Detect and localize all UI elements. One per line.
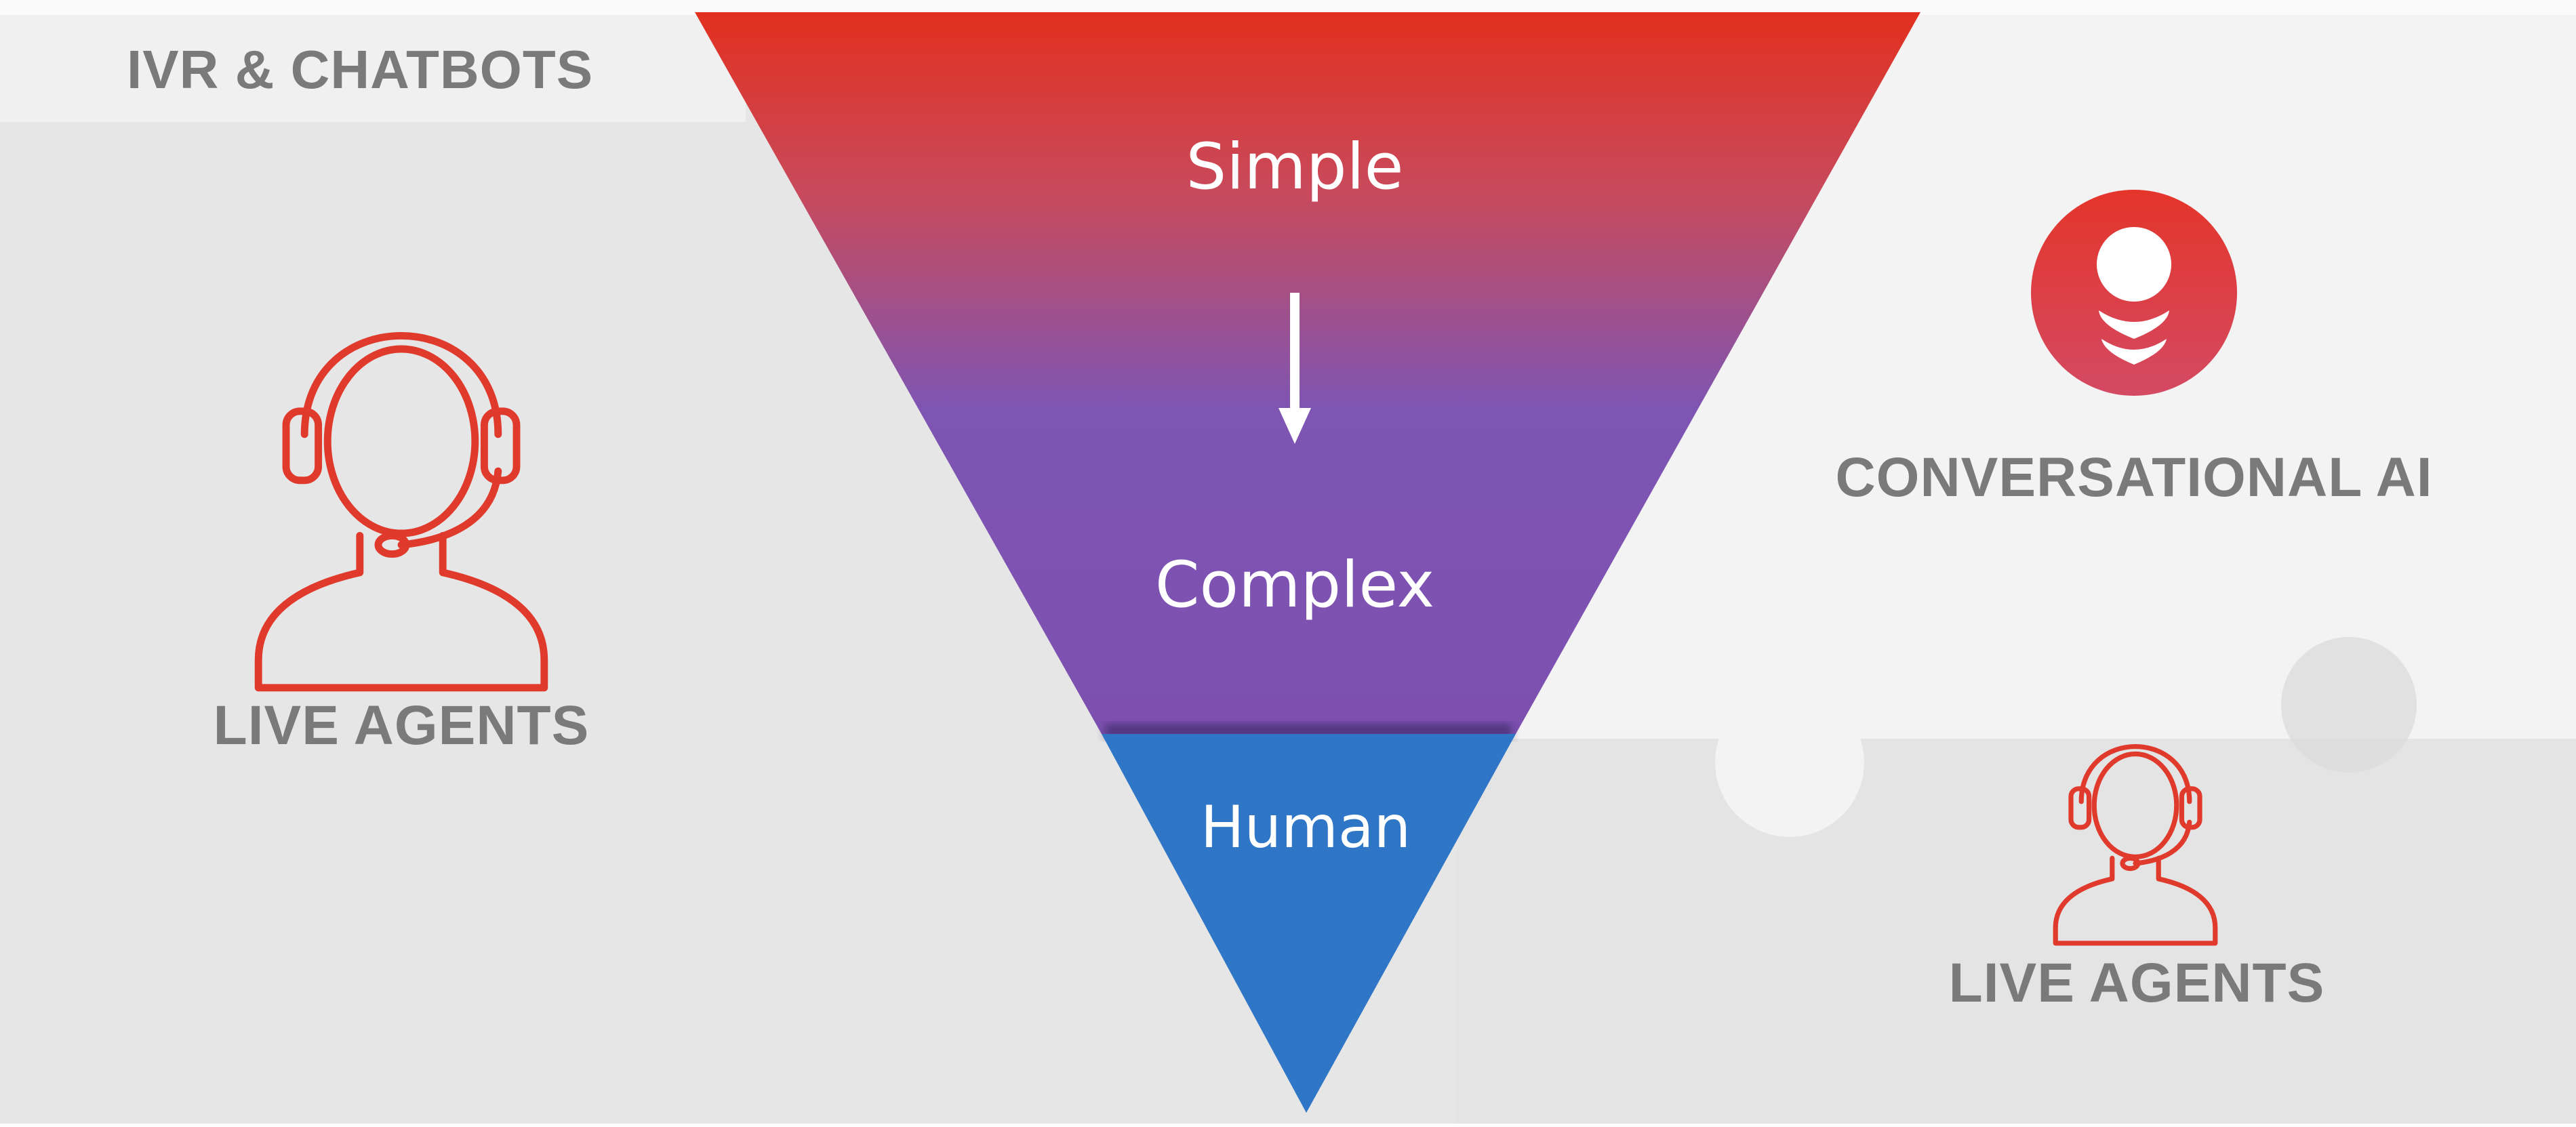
funnel-bottom-label: Human [1201,794,1411,861]
left-header-label: IVR & CHATBOTS [127,39,593,100]
decor-circle-large [1715,688,1864,837]
left-agent-label: LIVE AGENTS [214,695,590,756]
right-ai-label: CONVERSATIONAL AI [1835,447,2432,508]
top-edge [0,0,2576,15]
background-right-bottom [1457,739,2576,1124]
header-band [0,0,746,122]
funnel-top-label: Simple [1186,130,1404,204]
right-agent-label: LIVE AGENTS [1949,952,2325,1014]
headset-agent-icon [254,332,548,692]
decor-circle-small [2281,637,2417,773]
stacked-discs-icon [2031,190,2237,396]
headset-agent-icon [2053,743,2218,946]
funnel-upper-section [695,12,1920,734]
funnel-middle-label: Complex [1155,548,1434,622]
funnel-lower-section [1102,734,1516,1113]
arrow-down-icon [1279,293,1311,444]
